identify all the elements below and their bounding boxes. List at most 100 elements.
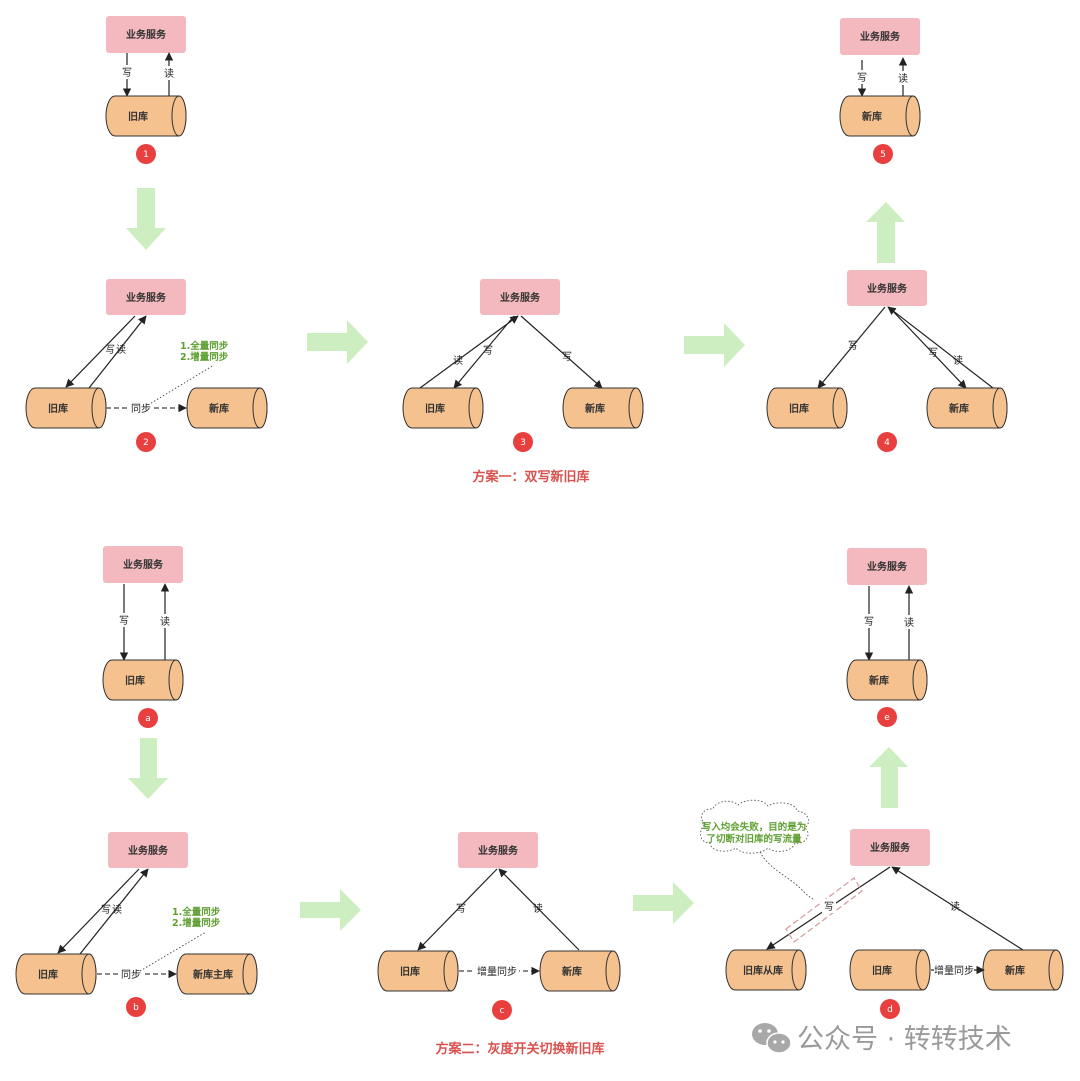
database-new: 新库 — [982, 949, 1064, 991]
note-line-2: 2.增量同步 — [180, 351, 229, 363]
service-box — [103, 546, 183, 583]
database-old: 旧库 — [766, 387, 848, 429]
database-old-replica: 旧库从库 — [725, 949, 807, 991]
edge-label-incremental-sync: 增量同步 — [477, 965, 517, 978]
database-label: 新库 — [949, 402, 969, 415]
edge-label-write: 写 — [857, 72, 867, 84]
step-badge-label: d — [887, 1005, 893, 1015]
read-edge — [419, 315, 519, 389]
database-label: 旧库 — [125, 674, 145, 687]
flow-arrow-up-icon — [869, 747, 908, 808]
step-4: 业务服务 写 写 读 旧库 新库 4 — [766, 270, 1008, 452]
service-label: 业务服务 — [123, 558, 164, 571]
note-connector — [759, 851, 816, 901]
database-label: 旧库 — [48, 402, 68, 415]
edge-label-read: 读 — [116, 343, 126, 356]
edge-label-read: 读 — [112, 903, 122, 916]
database-label: 旧库 — [789, 402, 809, 415]
database-old: 旧库 — [377, 950, 459, 992]
database-label: 新库 — [209, 402, 229, 415]
step-badge-label: 5 — [880, 150, 886, 160]
step-badge-label: b — [133, 1003, 139, 1013]
edge-label-read: 读 — [898, 72, 908, 85]
database-old: 旧库 — [15, 953, 97, 995]
flow-arrow-right-icon — [300, 889, 361, 931]
step-badge — [138, 708, 158, 728]
edge-label-incremental-sync: 增量同步 — [934, 964, 974, 977]
flow-arrow-down-icon — [128, 738, 168, 799]
edge-label-write: 写 — [848, 340, 858, 352]
database-label: 新库主库 — [193, 968, 233, 981]
edge-label-read: 读 — [533, 902, 543, 915]
service-label: 业务服务 — [128, 844, 169, 857]
database-label: 新库 — [562, 965, 582, 978]
edge-label-write: 写 — [824, 901, 834, 913]
database-old: 旧库 — [849, 949, 931, 991]
database-label: 新库 — [869, 674, 889, 687]
database-label: 新库 — [1005, 964, 1025, 977]
flow-arrow-down-icon — [126, 188, 166, 250]
database-label: 旧库 — [128, 110, 148, 123]
database-label: 旧库 — [400, 965, 420, 978]
service-box — [847, 270, 927, 306]
service-box — [847, 548, 927, 585]
read-edge — [498, 868, 580, 951]
step-badge-label: 1 — [143, 150, 149, 160]
read-edge — [891, 866, 1024, 951]
edge-label-read: 读 — [953, 354, 963, 367]
edge-label-sync: 同步 — [121, 969, 141, 981]
wechat-icon — [752, 1023, 792, 1054]
service-label: 业务服务 — [500, 291, 541, 304]
database-new: 新库 — [846, 659, 928, 701]
read-edge — [88, 315, 147, 389]
database-new: 新库 — [839, 95, 921, 137]
edge-label-write: 写 — [562, 351, 572, 363]
note-line-1: 写入均会失败，目的是为 — [702, 821, 807, 833]
step-badge — [877, 432, 897, 452]
flow-arrow-right-icon — [633, 882, 694, 924]
note-connector — [139, 931, 207, 972]
watermark: 公众号 · 转转技术 — [752, 1023, 1012, 1055]
database-old: 旧库 — [25, 387, 107, 429]
database-new-master: 新库主库 — [176, 953, 258, 995]
step-badge — [880, 999, 900, 1019]
step-badge — [126, 997, 146, 1017]
database-label: 新库 — [585, 402, 605, 415]
write-edge — [417, 868, 498, 951]
edge-label-write: 写 — [456, 903, 466, 915]
service-box — [458, 832, 538, 868]
service-box — [106, 279, 186, 315]
database-label: 旧库从库 — [743, 964, 783, 977]
edge-label-read: 读 — [164, 67, 174, 80]
edge-label-read: 读 — [904, 616, 914, 629]
service-box — [480, 279, 560, 315]
write-edge-new — [888, 306, 967, 389]
step-badge — [136, 144, 156, 164]
database-new: 新库 — [562, 387, 644, 429]
write-edge — [57, 868, 140, 954]
step-badge-label: 4 — [884, 438, 890, 448]
database-new: 新库 — [539, 950, 621, 992]
edge-label-write: 写 — [105, 344, 115, 356]
read-edge — [79, 868, 149, 955]
write-edge-new — [520, 315, 603, 389]
watermark-text: 公众号 · 转转技术 — [797, 1024, 1012, 1055]
flow-arrow-right-icon — [684, 323, 745, 367]
service-label: 业务服务 — [860, 30, 901, 43]
database-label: 旧库 — [425, 402, 445, 415]
database-label: 新库 — [862, 110, 882, 123]
edge-label-write: 写 — [483, 345, 493, 357]
service-box — [108, 832, 188, 868]
edge-label-write: 写 — [119, 615, 129, 627]
edge-label-write: 写 — [864, 616, 874, 628]
step-badge-label: 2 — [143, 438, 149, 448]
failed-write-highlight — [785, 877, 863, 943]
note-line-1: 1.全量同步 — [172, 906, 221, 918]
note-line-2: 2.增量同步 — [172, 917, 221, 929]
edge-label-read: 读 — [453, 354, 463, 367]
flow-arrow-right-icon — [307, 320, 368, 364]
step-badge — [877, 707, 897, 727]
database-old: 旧库 — [402, 387, 484, 429]
read-edge — [887, 306, 994, 389]
